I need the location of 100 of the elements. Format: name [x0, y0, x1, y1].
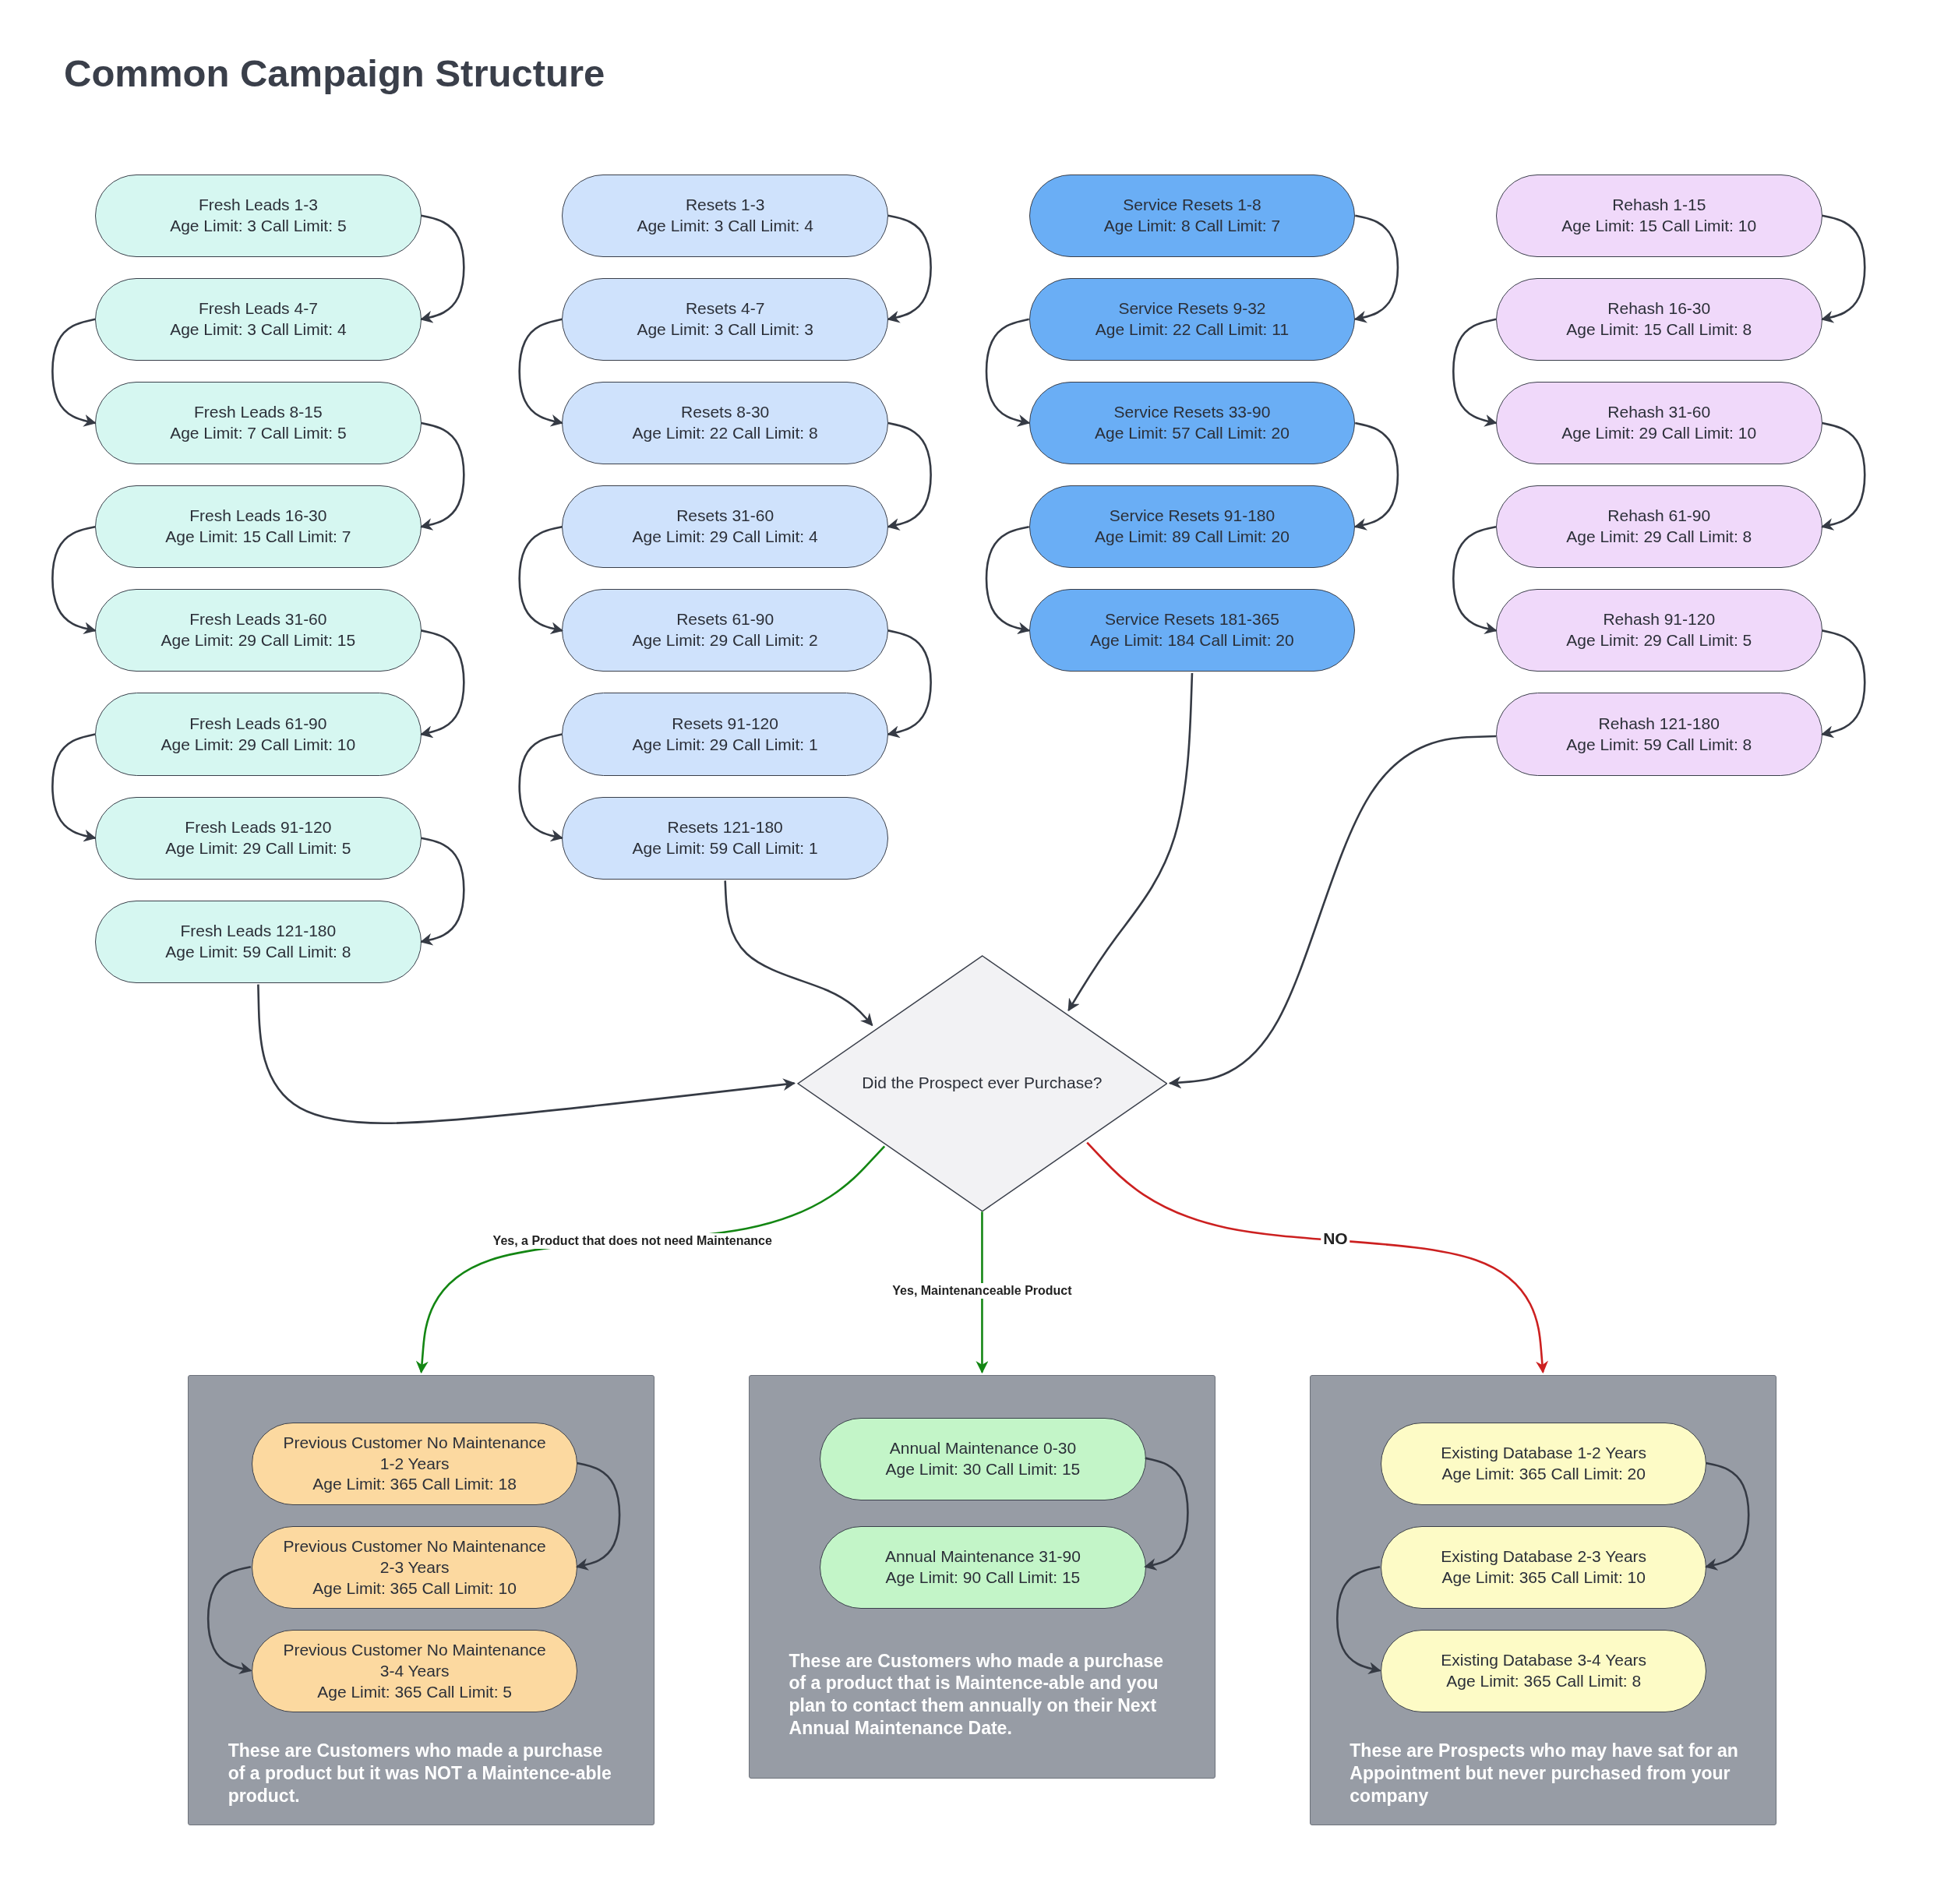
stage-limits: Age Limit: 59 Call Limit: 8 — [1566, 734, 1752, 755]
stage-limits: Age Limit: 15 Call Limit: 10 — [1561, 215, 1757, 236]
stage-limits: Age Limit: 8 Call Limit: 7 — [1103, 215, 1281, 236]
arrow — [887, 214, 932, 323]
stage-name: Resets 4-7 — [685, 298, 765, 319]
arrow — [1353, 214, 1399, 323]
stage-limits: Age Limit: 29 Call Limit: 10 — [1561, 423, 1757, 443]
arrow — [1086, 1141, 1549, 1374]
stage-name: Resets 1-3 — [685, 194, 765, 215]
diagram-title: Common Campaign Structure — [64, 51, 605, 95]
arrow — [518, 525, 563, 635]
arrow — [976, 1211, 989, 1374]
stage-name: Resets 121-180 — [667, 816, 783, 837]
panel-note: These are Prospects who may have sat for an Appointment but never purchased from your company — [1350, 1740, 1739, 1807]
arrow — [887, 421, 932, 531]
stage-limits: Age Limit: 22 Call Limit: 11 — [1095, 319, 1290, 340]
stage-name: Resets 61-90 — [676, 609, 774, 630]
arrow — [420, 214, 465, 323]
arrow — [1144, 1457, 1189, 1571]
arrow — [1821, 214, 1866, 323]
stage-limits: Age Limit: 29 Call Limit: 10 — [161, 734, 356, 755]
stage-name: Rehash 91-120 — [1603, 609, 1716, 630]
arrow — [1821, 629, 1866, 739]
arrow — [1067, 673, 1194, 1012]
stage-limits: Age Limit: 29 Call Limit: 2 — [632, 630, 818, 651]
stage-name: Service Resets 1-8 — [1123, 194, 1261, 215]
stage-name: Previous Customer No Maintenance 1-2 Years — [282, 1432, 547, 1474]
arrow — [1168, 735, 1497, 1089]
arrow — [1353, 421, 1399, 531]
arrow — [575, 1461, 621, 1571]
stage-limits: Age Limit: 184 Call Limit: 20 — [1090, 630, 1294, 651]
group-panel — [748, 1374, 1216, 1779]
stage-limits: Age Limit: 3 Call Limit: 4 — [637, 215, 813, 236]
arrow — [518, 733, 563, 842]
arrow — [206, 1565, 252, 1674]
stage-limits: Age Limit: 15 Call Limit: 8 — [1566, 319, 1752, 340]
edge-label: Yes, Maintenanceable Product — [890, 1282, 1074, 1299]
arrow — [724, 880, 873, 1027]
stage-name: Rehash 121-180 — [1598, 713, 1720, 734]
decision-diamond — [796, 954, 1168, 1212]
stage-limits: Age Limit: 365 Call Limit: 10 — [1441, 1567, 1646, 1588]
stage-name: Service Resets 91-180 — [1109, 506, 1275, 527]
stage-name: Resets 91-120 — [672, 713, 778, 734]
stage-name: Fresh Leads 1-3 — [198, 194, 318, 215]
panel-note: These are Customers who made a purchase of a product but it was NOT a Maintence-able product. — [228, 1740, 612, 1807]
arrow — [420, 629, 465, 739]
stage-name: Resets 8-30 — [681, 402, 770, 423]
stage-limits: Age Limit: 365 Call Limit: 20 — [1441, 1463, 1646, 1484]
stage-name: Fresh Leads 8-15 — [194, 402, 323, 423]
stage-limits: Age Limit: 3 Call Limit: 4 — [170, 319, 347, 340]
stage-name: Fresh Leads 121-180 — [180, 921, 337, 942]
stage-name: Previous Customer No Maintenance 2-3 Years — [282, 1536, 547, 1578]
stage-name: Service Resets 33-90 — [1113, 402, 1271, 423]
stage-limits: Age Limit: 22 Call Limit: 8 — [632, 423, 818, 443]
arrow — [1452, 318, 1498, 427]
arrow — [420, 837, 465, 946]
stage-name: Existing Database 3-4 Years — [1441, 1650, 1647, 1671]
arrow — [1336, 1565, 1381, 1674]
stage-name: Existing Database 1-2 Years — [1441, 1443, 1647, 1464]
stage-name: Fresh Leads 91-120 — [185, 816, 332, 837]
stage-name: Rehash 61-90 — [1607, 506, 1711, 527]
stage-name: Service Resets 181-365 — [1104, 609, 1279, 630]
stage-limits: Age Limit: 89 Call Limit: 20 — [1095, 527, 1290, 548]
stage-name: Rehash 1-15 — [1612, 194, 1706, 215]
arrow — [887, 629, 932, 739]
stage-name: Previous Customer No Maintenance 3-4 Years — [282, 1640, 547, 1681]
stage-name: Rehash 16-30 — [1607, 298, 1711, 319]
stage-name: Annual Maintenance 31-90 — [884, 1546, 1081, 1567]
stage-name: Fresh Leads 61-90 — [189, 713, 327, 734]
stage-name: Fresh Leads 16-30 — [189, 506, 327, 527]
stage-limits: Age Limit: 90 Call Limit: 15 — [885, 1567, 1081, 1588]
stage-limits: Age Limit: 365 Call Limit: 8 — [1446, 1671, 1642, 1692]
stage-limits: Age Limit: 7 Call Limit: 5 — [170, 423, 347, 443]
stage-limits: Age Limit: 365 Call Limit: 10 — [312, 1578, 517, 1599]
stage-limits: Age Limit: 57 Call Limit: 20 — [1095, 423, 1290, 443]
group-panel — [1309, 1374, 1776, 1826]
arrow — [257, 984, 796, 1124]
stage-limits: Age Limit: 29 Call Limit: 5 — [1566, 630, 1752, 651]
stage-limits: Age Limit: 15 Call Limit: 7 — [165, 527, 351, 548]
decision-question: Did the Prospect ever Purchase? — [862, 1073, 1103, 1093]
stage-name: Resets 31-60 — [676, 506, 774, 527]
arrow — [51, 733, 97, 842]
group-panel — [188, 1374, 655, 1826]
edge-label: Yes, a Product that does not need Maintenance — [490, 1233, 774, 1250]
arrow — [985, 525, 1031, 635]
stage-name: Annual Maintenance 0-30 — [889, 1437, 1077, 1458]
stage-limits: Age Limit: 29 Call Limit: 4 — [632, 527, 818, 548]
stage-limits: Age Limit: 3 Call Limit: 3 — [637, 319, 813, 340]
stage-limits: Age Limit: 365 Call Limit: 18 — [312, 1474, 517, 1495]
stage-limits: Age Limit: 59 Call Limit: 8 — [165, 941, 351, 962]
stage-name: Existing Database 2-3 Years — [1441, 1546, 1647, 1567]
arrow — [1821, 421, 1866, 531]
stage-name: Service Resets 9-32 — [1118, 298, 1266, 319]
arrow — [1704, 1461, 1750, 1571]
stage-limits: Age Limit: 30 Call Limit: 15 — [885, 1458, 1081, 1479]
arrow — [420, 421, 465, 531]
stage-limits: Age Limit: 365 Call Limit: 5 — [317, 1681, 512, 1702]
stage-limits: Age Limit: 29 Call Limit: 8 — [1566, 527, 1752, 548]
stage-limits: Age Limit: 29 Call Limit: 15 — [161, 630, 356, 651]
stage-name: Fresh Leads 31-60 — [189, 609, 327, 630]
